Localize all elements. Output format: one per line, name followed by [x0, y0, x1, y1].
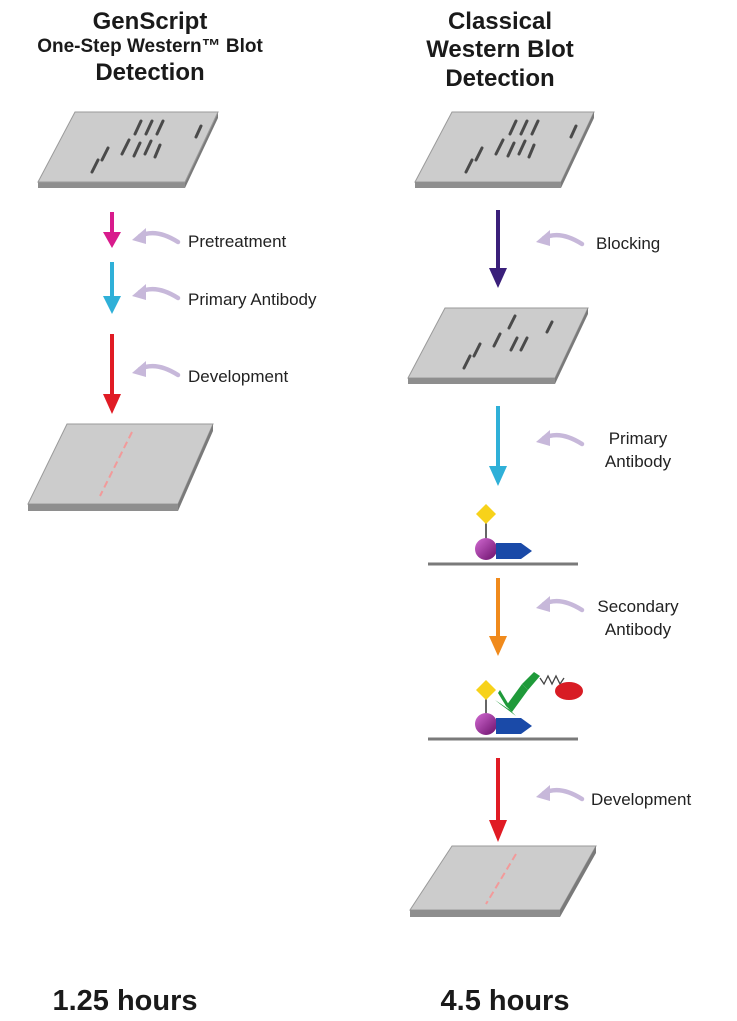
right-step-secondary-antibody: Secondary Antibody [588, 596, 688, 642]
left-pretreatment-arrow [103, 212, 121, 248]
primary-antibody-complex [428, 504, 578, 566]
left-membrane-initial [37, 111, 219, 188]
protein-sphere-icon [475, 538, 497, 560]
right-title: Classical Western Blot Detection [380, 8, 620, 93]
left-title-line-2: One-Step Western™ Blot [37, 36, 263, 58]
protein-bands [90, 119, 203, 174]
right-step-development-line-1: Development [591, 790, 692, 809]
signal-band [99, 431, 133, 497]
left-title-line-3: Detection [95, 58, 205, 86]
primary-antibody-icon [496, 543, 532, 559]
left-membrane-final [27, 423, 214, 511]
primary-antibody-icon [496, 718, 532, 734]
left-title: GenScript One-Step Western™ Blot Detecti… [0, 8, 300, 87]
antigen-icon [476, 504, 496, 524]
right-blocking-arrow [489, 210, 507, 288]
right-primary-arrow [489, 406, 507, 486]
right-total-time: 4.5 hours [440, 985, 570, 1017]
right-title-line-2: Western Blot [426, 36, 574, 64]
left-development-arrow [103, 334, 121, 414]
right-step-primary-line-1: Primary [608, 429, 668, 448]
enzyme-icon [555, 682, 583, 700]
right-development-arrow [489, 758, 507, 842]
left-curved-arrowheads [132, 228, 146, 377]
right-title-line-3: Detection [445, 64, 555, 92]
right-secondary-arrow [489, 578, 507, 656]
right-step-secondary-line-1: Secondary [597, 597, 679, 616]
left-curved-arrows [137, 230, 181, 378]
right-step-primary-line-2: Antibody [604, 451, 672, 471]
right-step-blocking: Blocking [596, 233, 660, 256]
right-membrane-initial [414, 111, 595, 188]
secondary-antibody-complex [428, 672, 583, 741]
right-curved-arrowheads [536, 230, 550, 801]
protein-bands [462, 314, 554, 370]
right-step-blocking-line-1: Blocking [596, 234, 661, 253]
linker-icon [539, 674, 565, 686]
right-step-development: Development [591, 789, 691, 812]
left-step-pretreatment: Pretreatment [188, 232, 287, 251]
signal-band [485, 853, 517, 905]
protein-sphere-icon [475, 713, 497, 735]
right-title-line-1: Classical [447, 8, 553, 35]
left-primary-arrow [103, 262, 121, 314]
right-membrane-blocked [407, 307, 589, 384]
right-step-primary-antibody: Primary Antibody [588, 428, 688, 474]
protein-bands [464, 119, 578, 174]
left-step-development: Development [188, 367, 289, 386]
left-total-time: 1.25 hours [52, 985, 198, 1017]
right-membrane-final [409, 845, 597, 917]
antigen-icon [476, 680, 496, 700]
left-title-line-1: GenScript [92, 8, 208, 35]
left-step-primary-antibody: Primary Antibody [188, 290, 317, 309]
right-step-secondary-line-2: Antibody [604, 619, 672, 639]
secondary-antibody-icon [495, 672, 540, 716]
